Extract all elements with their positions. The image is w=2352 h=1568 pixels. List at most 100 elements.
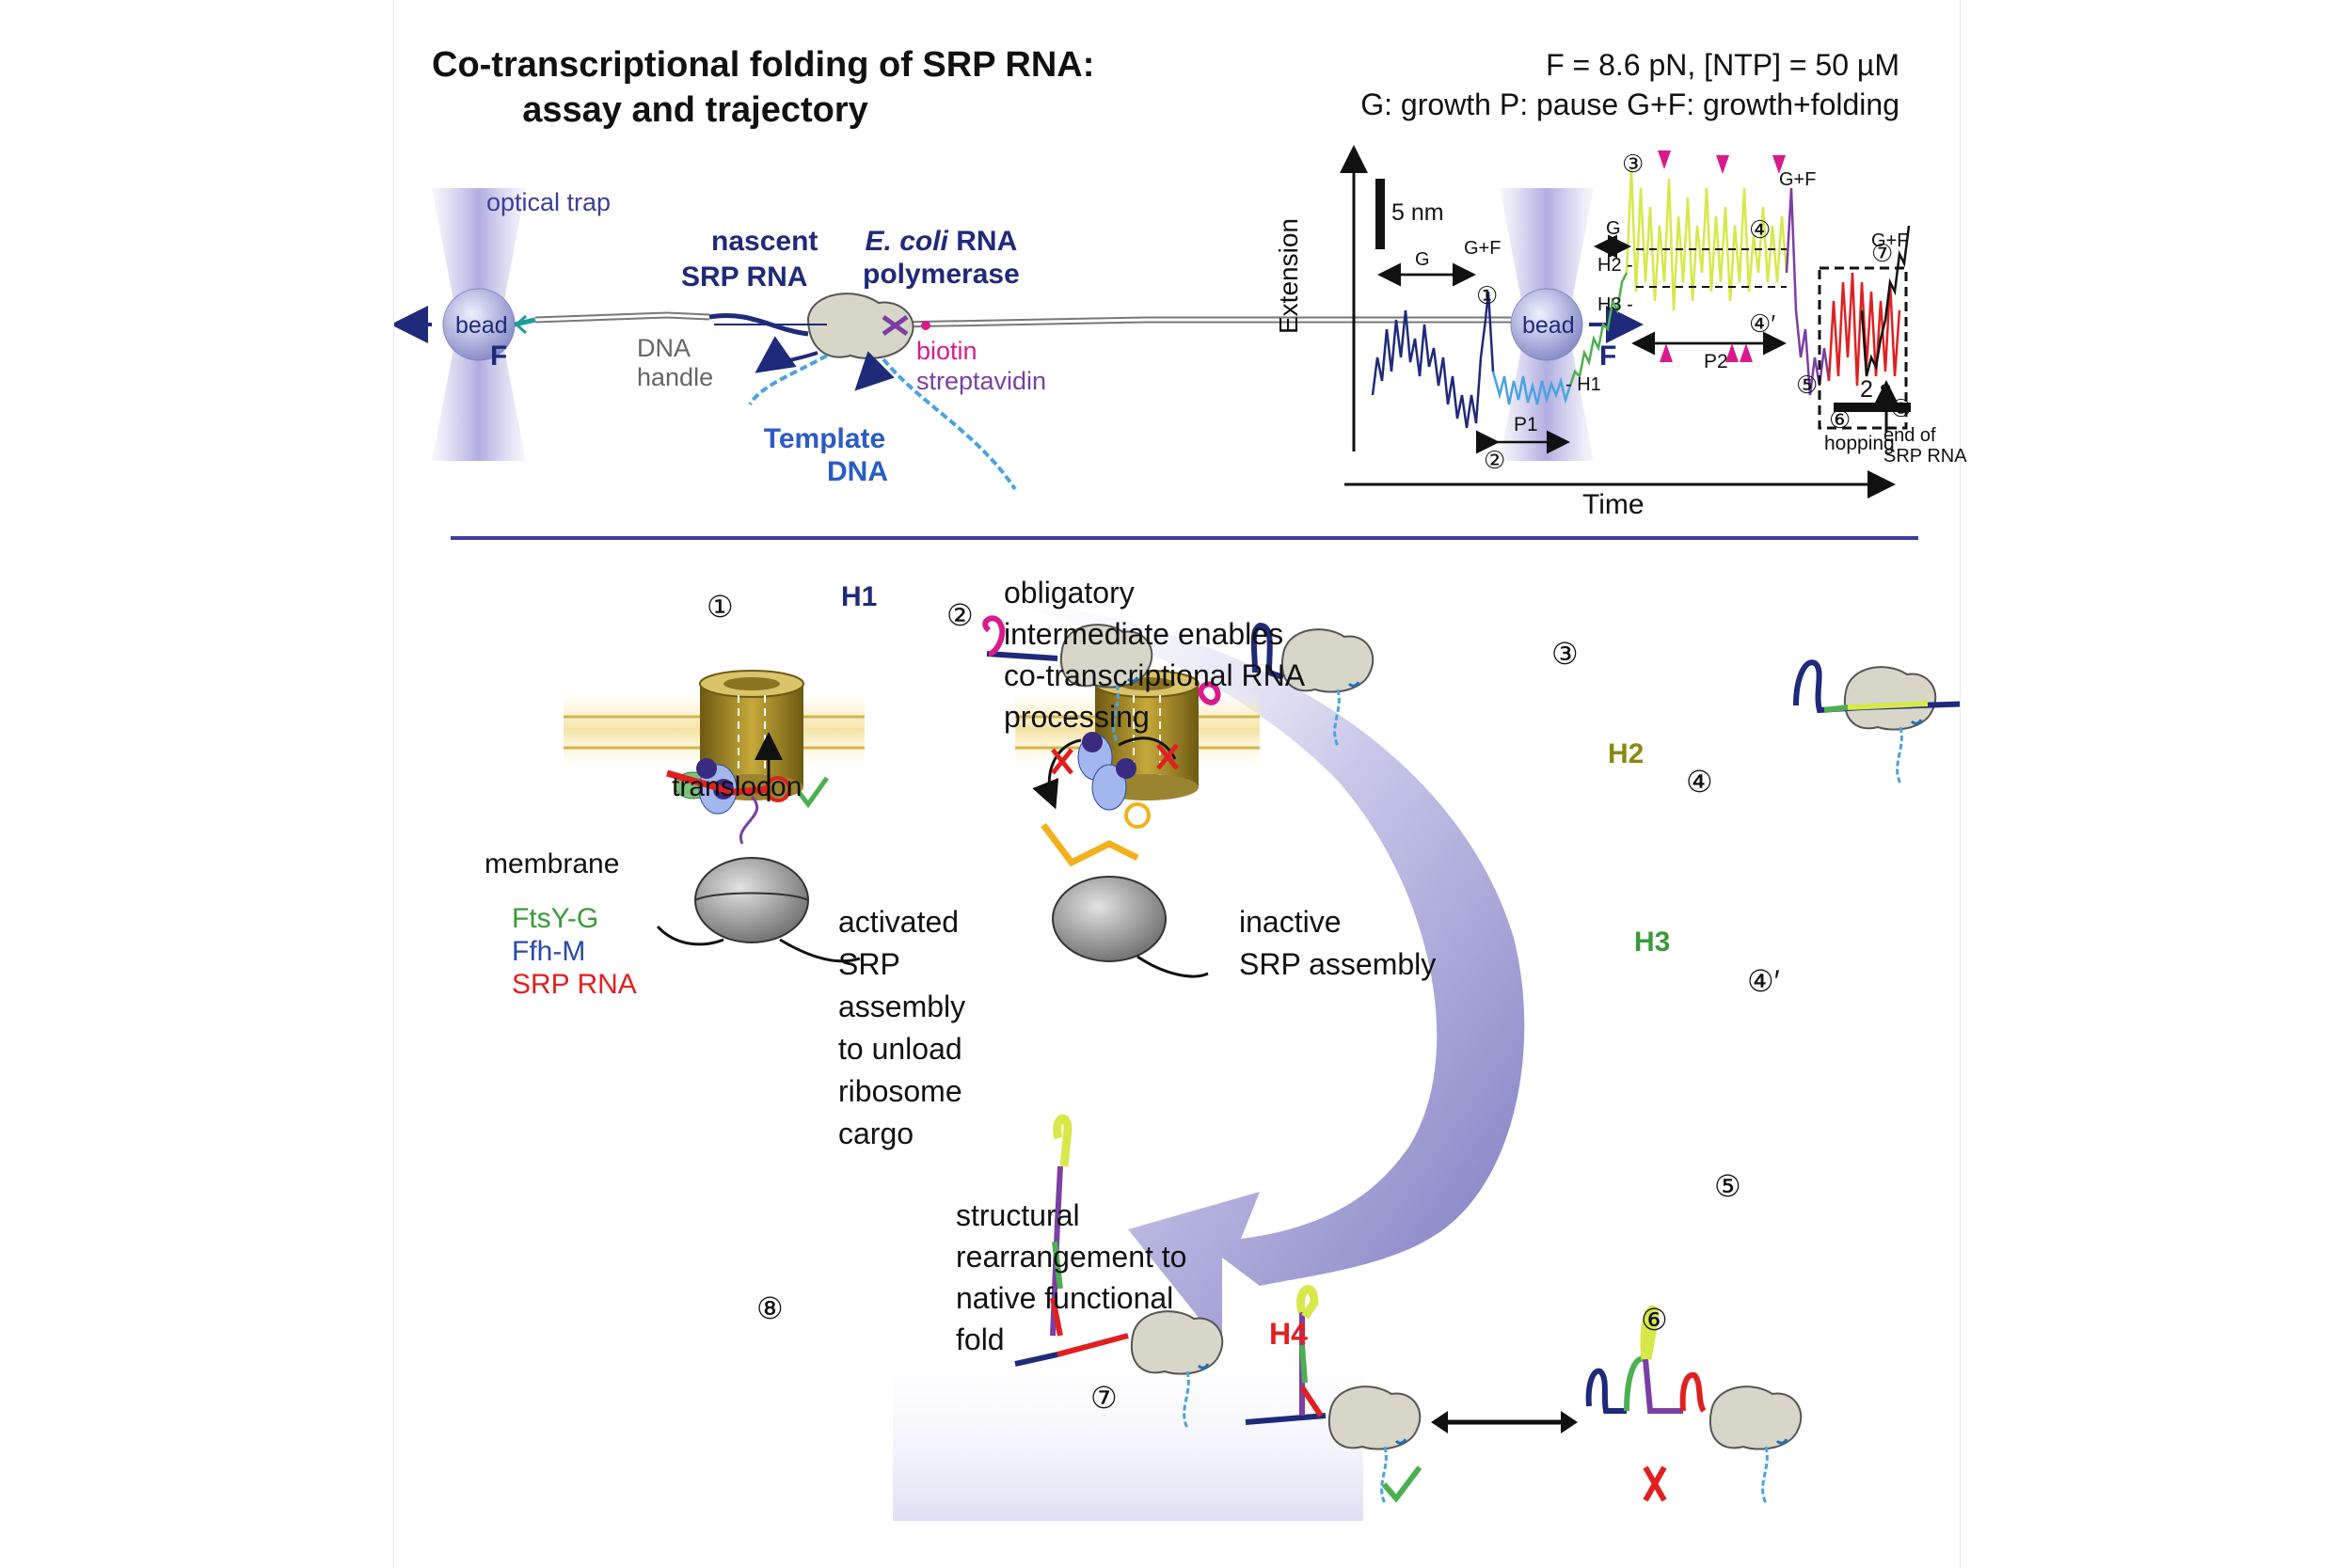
struct-line-2: rearrangement to xyxy=(956,1240,1187,1274)
label-inactive: inactive SRP assembly xyxy=(1239,901,1436,986)
label-P2: P2 xyxy=(1704,351,1728,372)
obl-line-1: obligatory xyxy=(1004,576,1135,610)
assay-and-trajectory xyxy=(394,145,1918,540)
nascent-srp-rna xyxy=(708,313,809,337)
label-handle: handle xyxy=(637,363,714,392)
pathway-arc-arrow xyxy=(987,599,1525,1347)
trace-segment-h2 xyxy=(1625,168,1788,311)
label-GF1: G+F xyxy=(1464,238,1502,259)
label-membrane: membrane xyxy=(485,848,620,879)
struct-line-3: native functional xyxy=(956,1281,1174,1315)
struct-line-1: structural xyxy=(956,1198,1080,1232)
label-end-1: end of xyxy=(1883,425,1936,446)
inact-line-2: SRP assembly xyxy=(1239,947,1437,981)
label-H3: H3 - xyxy=(1597,294,1633,315)
ribosome-left xyxy=(694,857,809,943)
label-structural: structural rearrangement to native funct… xyxy=(956,1195,1186,1360)
act-line-1: activated xyxy=(838,905,960,939)
label-G1: G xyxy=(1415,249,1430,270)
label-n2: ② xyxy=(946,598,974,632)
label-dna-handle: DNA handle xyxy=(637,334,713,392)
label-dna: DNA xyxy=(637,334,691,362)
label-n5: ⑤ xyxy=(1714,1169,1741,1203)
trace-segment-h3 xyxy=(1568,272,1629,387)
trace-segment-end xyxy=(1860,225,1911,377)
marker-5: ⑤ xyxy=(1796,371,1819,399)
label-T-1: T xyxy=(700,945,710,964)
hopping-box xyxy=(1818,266,1908,430)
label-n3: ③ xyxy=(1551,637,1579,671)
label-hopping: hopping xyxy=(1824,433,1895,454)
label-bead-left: bead xyxy=(455,312,508,339)
marker-6: ⑥ xyxy=(1829,405,1851,434)
label-srp: SRP RNA xyxy=(512,969,637,1000)
conditions: F = 8.6 pN, [NTP] = 50 µM G: growth P: p… xyxy=(1297,45,1899,124)
marker-4: ④ xyxy=(1749,215,1772,244)
act-line-3: assembly xyxy=(838,990,966,1023)
act-line-6: cargo xyxy=(838,1117,914,1150)
trace-segment-p1 xyxy=(1491,371,1572,405)
label-ftsy: FtsY-G xyxy=(512,903,599,934)
label-force-right: F xyxy=(1599,341,1617,372)
label-GF2: G+F xyxy=(1779,169,1817,190)
label-H3: H3 xyxy=(1634,927,1671,958)
act-line-5: ribosome xyxy=(838,1074,962,1108)
marker-1: ① xyxy=(1476,281,1499,309)
label-n4: ④ xyxy=(1686,765,1713,799)
label-H1: - H1 xyxy=(1565,374,1601,395)
label-obligatory: obligatory intermediate enables co-trans… xyxy=(1004,572,1305,737)
marker-8: ⑧ xyxy=(1890,394,1913,422)
label-biotin: biotin xyxy=(916,337,977,365)
marker-7: ⑦ xyxy=(1871,239,1894,267)
trace-segment-hopping xyxy=(1827,272,1901,387)
label-ffh: Ffh-M xyxy=(512,936,586,967)
check-mark-left xyxy=(797,776,830,809)
obl-line-2: intermediate enables xyxy=(1004,617,1284,651)
ribosome-right xyxy=(1052,876,1167,962)
template-dna xyxy=(748,354,828,406)
label-streptavidin: streptavidin xyxy=(916,367,1047,395)
trace-segment-growth xyxy=(1371,291,1495,429)
label-end-of-srp-rna: end of SRP RNA xyxy=(1883,425,1967,467)
marker-2: ② xyxy=(1484,446,1506,474)
label-H4: H4 xyxy=(1269,1317,1308,1351)
label-translocon: translocon xyxy=(672,771,803,802)
label-5nm: 5 nm xyxy=(1391,199,1444,226)
bead-right xyxy=(1510,288,1583,361)
label-nascent: nascent xyxy=(711,226,818,257)
label-GF3: G+F xyxy=(1871,230,1909,251)
obl-line-3: co-transcriptional RNA xyxy=(1004,658,1306,692)
label-n4p: ④′ xyxy=(1747,964,1780,998)
label-template-dna-2: DNA xyxy=(827,455,888,487)
act-line-2: SRP xyxy=(838,947,900,981)
label-G2: G xyxy=(1606,218,1621,239)
label-H1: H1 xyxy=(841,581,878,612)
trajectory-trace xyxy=(1371,168,1901,429)
label-n6: ⑥ xyxy=(1641,1303,1668,1337)
label-n1: ① xyxy=(707,590,734,624)
label-T-2: T xyxy=(717,778,718,779)
label-force-left: F xyxy=(490,341,508,372)
label-bead-right: bead xyxy=(1522,312,1575,339)
marker-4-prime: ④′ xyxy=(1749,309,1776,338)
label-n8: ⑧ xyxy=(756,1291,784,1325)
figure-page: Co-transcriptional folding of SRP RNA: a… xyxy=(393,0,1967,1568)
act-line-4: to unload xyxy=(838,1032,962,1066)
label-extension: Extension xyxy=(1274,218,1303,334)
title-line-2: assay and trajectory xyxy=(522,90,868,130)
conditions-line-2: G: growth P: pause G+F: growth+folding xyxy=(1360,87,1899,121)
label-time: Time xyxy=(1582,489,1645,520)
label-end-2: SRP RNA xyxy=(1883,446,1967,467)
label-srp-rna: SRP RNA xyxy=(681,261,808,293)
conditions-line-1: F = 8.6 pN, [NTP] = 50 µM xyxy=(1546,48,1899,82)
label-template-dna: Template DNA xyxy=(761,423,888,488)
x-mark-right-1 xyxy=(1051,748,1073,775)
obl-line-4: processing xyxy=(1004,700,1150,734)
inact-line-1: inactive xyxy=(1239,905,1342,939)
label-rna: RNA xyxy=(956,226,1018,257)
rna-polymerase xyxy=(806,293,914,359)
label-P1: P1 xyxy=(1514,414,1538,436)
label-template: Template xyxy=(763,423,886,454)
label-rna-polymerase: E. coli RNA polymerase xyxy=(863,226,1020,291)
label-ecoli: E. coli xyxy=(865,226,948,257)
